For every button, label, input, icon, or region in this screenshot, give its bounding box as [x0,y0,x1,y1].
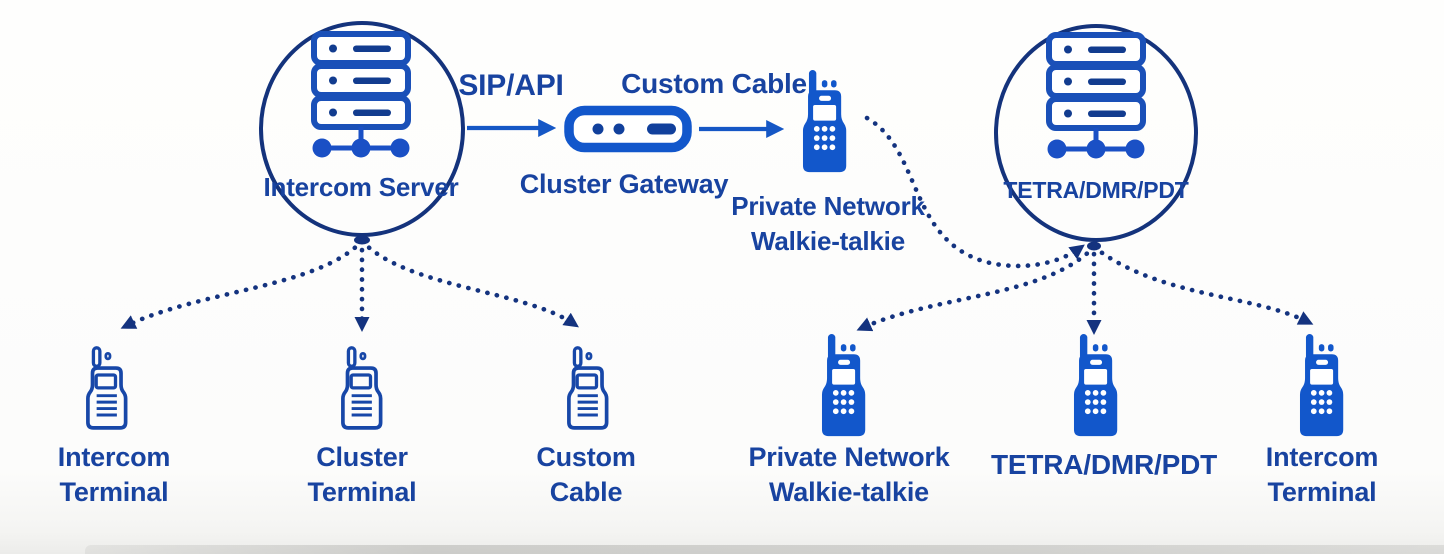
dotted-arrow-intercom-terminal [120,238,365,329]
tetra-hub-circle [994,24,1198,242]
dotted-arrow-intercom-terminal-right [1091,244,1314,325]
dotted-link-walkie-to-tetra-hub [864,115,1085,269]
tetra-server-icon [1048,35,1145,159]
intercom-server-label: Intercom Server [263,172,459,202]
terminal-label-private-network: Private Network Walkie-talkie [748,442,950,507]
private-network-walkie-icon [802,70,847,173]
terminal-custom-cable-walkie-icon [567,345,609,430]
terminal-tetra-walkie-icon [1073,334,1118,437]
intercom-server-icon [313,34,410,158]
terminal-label-intercom: Intercom Terminal [57,442,171,507]
private-network-walkie-label: Private Network Walkie-talkie [731,191,925,256]
cluster-gateway-icon [569,111,687,148]
terminal-cluster-walkie-icon [341,345,383,430]
terminal-label-cluster: Cluster Terminal [307,442,417,507]
terminal-private-network-walkie-icon [821,334,866,437]
dotted-arrow-private-network-terminal [856,244,1097,332]
cluster-gateway-label: Cluster Gateway [519,169,729,199]
bottom-shadow-strip [85,545,1444,554]
terminal-label-intercom-right: Intercom Terminal [1265,442,1379,507]
sip-api-label: SIP/API [458,69,564,102]
intercom-hub-circle [259,21,465,237]
tetra-hub-label: TETRA/DMR/PDT [1003,177,1189,203]
dotted-arrow-custom-cable-terminal [359,238,579,328]
terminal-intercom-right-walkie-icon [1299,334,1344,437]
terminal-label-tetra: TETRA/DMR/PDT [990,449,1218,480]
custom-cable-link-label: Custom Cable [621,68,807,99]
terminal-intercom-walkie-icon [86,345,128,430]
terminal-label-custom-cable: Custom Cable [536,442,636,507]
